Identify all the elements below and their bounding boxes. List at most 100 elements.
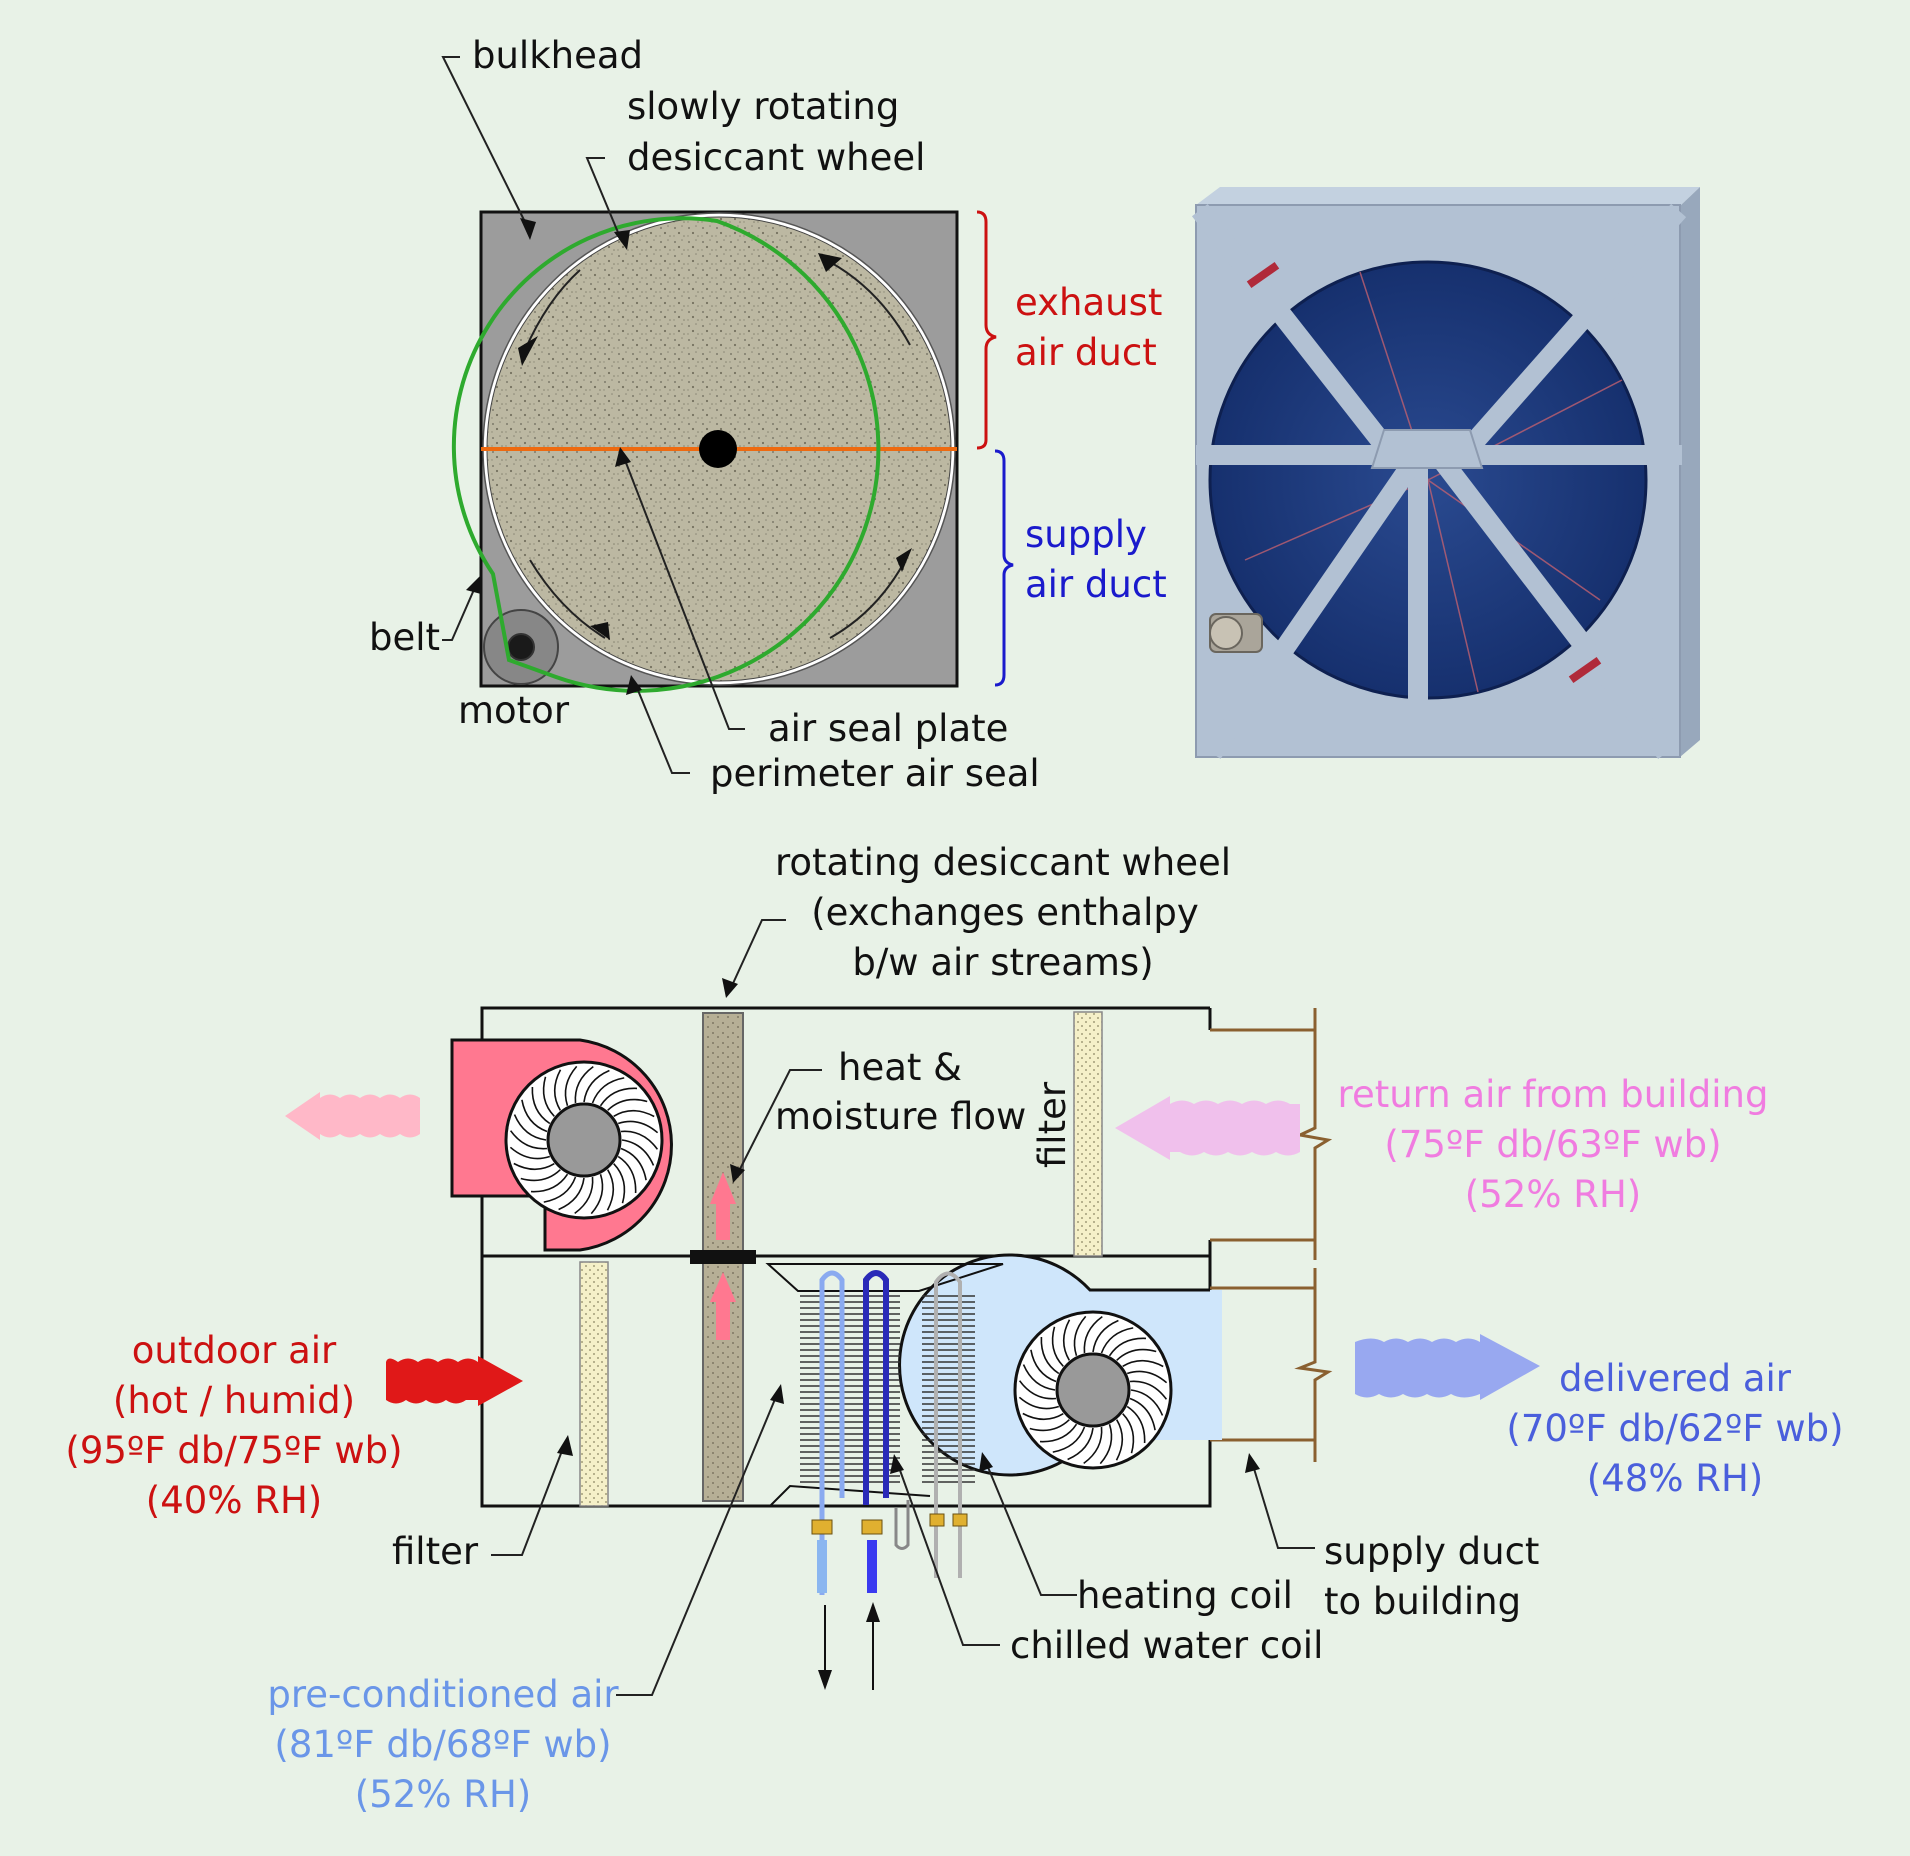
chilled-coil-return-loop bbox=[863, 1270, 889, 1505]
perimeter-seal-leader bbox=[634, 682, 690, 774]
fan-blade bbox=[1100, 1327, 1134, 1354]
leader-arrowhead bbox=[557, 1435, 573, 1456]
rotation-arrowhead bbox=[818, 253, 842, 272]
fan-blade bbox=[613, 1163, 626, 1204]
supply-fan-hub bbox=[1055, 1352, 1131, 1428]
fan-blade bbox=[1052, 1426, 1086, 1453]
fan-blade bbox=[1030, 1349, 1057, 1383]
rotation-arrows bbox=[524, 261, 911, 639]
fan-blade bbox=[1083, 1426, 1103, 1465]
return-air-label-line1: return air from building bbox=[1338, 1073, 1769, 1116]
fan-blade bbox=[509, 1146, 551, 1160]
supply-fan-outline bbox=[898, 1253, 1210, 1477]
handle-bottom bbox=[1568, 656, 1602, 684]
cassette-top bbox=[1196, 187, 1700, 206]
leader-arrowhead bbox=[614, 230, 630, 250]
fan-blade bbox=[1126, 1370, 1168, 1384]
rotation-arrowhead bbox=[896, 548, 912, 572]
leader-arrowhead bbox=[520, 218, 536, 240]
fan-blade bbox=[574, 1176, 594, 1215]
wheel-label-line2: (exchanges enthalpy bbox=[811, 891, 1199, 934]
fan-blade bbox=[620, 1130, 659, 1150]
fan-blade bbox=[1129, 1380, 1168, 1400]
leader-arrowhead bbox=[1245, 1453, 1260, 1473]
air-seal-plate-label: air seal plate bbox=[768, 707, 1008, 750]
belt-leader bbox=[442, 584, 477, 641]
heat-flow-label-line1: heat & bbox=[838, 1046, 962, 1089]
leader-arrowhead bbox=[730, 1164, 745, 1183]
fan-blade bbox=[574, 1065, 594, 1104]
chilled-coil-fitting bbox=[861, 1519, 883, 1535]
outdoor-air-label-line4: (40% RH) bbox=[146, 1479, 322, 1522]
supply-fan-blades bbox=[1018, 1315, 1168, 1465]
fan-blade bbox=[1022, 1412, 1064, 1421]
fan-blade bbox=[513, 1114, 547, 1141]
fan-blade bbox=[1073, 1315, 1087, 1357]
exhaust-label-line2: air duct bbox=[1015, 331, 1157, 374]
fan-blade bbox=[613, 1109, 655, 1118]
exhaust-fan-hub bbox=[546, 1102, 622, 1178]
fan-blade bbox=[1018, 1380, 1057, 1400]
top-wheel-diagram: bulkhead slowly rotating desiccant wheel… bbox=[369, 34, 1167, 795]
exhaust-bracket bbox=[976, 210, 997, 450]
fan-blade bbox=[1129, 1397, 1156, 1431]
heating-coil-loop bbox=[934, 1271, 962, 1578]
air-seal-plate-leader bbox=[622, 454, 745, 730]
rotation-arrowhead bbox=[518, 336, 538, 366]
fan-blade bbox=[1062, 1319, 1071, 1361]
return-air-label-line3: (52% RH) bbox=[1465, 1173, 1641, 1216]
heating-coil-fitting bbox=[952, 1513, 968, 1527]
cassette-side bbox=[1680, 187, 1700, 757]
fan-blade bbox=[513, 1162, 555, 1171]
supply-label-line1: supply bbox=[1025, 513, 1147, 556]
wheel-label-line3: b/w air streams) bbox=[852, 941, 1153, 984]
fan-blade bbox=[583, 1069, 610, 1103]
fan-blade bbox=[1040, 1336, 1060, 1375]
fan-blade bbox=[521, 1099, 548, 1133]
precond-air-label-line2: (81ºF db/68ºF wb) bbox=[274, 1723, 611, 1766]
fan-blade bbox=[606, 1169, 615, 1211]
leader-arrowhead bbox=[626, 675, 642, 695]
chilled-coil-fitting bbox=[811, 1519, 833, 1535]
heat-flow-label-line2: moisture flow bbox=[775, 1095, 1026, 1138]
motor-label: motor bbox=[458, 689, 570, 732]
fan-blade bbox=[543, 1176, 577, 1203]
chilled-coil-leader bbox=[896, 1461, 1000, 1646]
fan-blade bbox=[558, 1177, 585, 1211]
wheel-hub bbox=[699, 430, 737, 468]
precond-leader bbox=[616, 1391, 779, 1696]
fan-blade bbox=[1130, 1389, 1164, 1416]
return-air-label-line2: (75ºF db/63ºF wb) bbox=[1384, 1123, 1721, 1166]
leader-arrowhead bbox=[770, 1384, 784, 1404]
fan-blade bbox=[1099, 1423, 1113, 1465]
fan-blade bbox=[599, 1087, 638, 1107]
precond-air-label-line1: pre-conditioned air bbox=[267, 1673, 619, 1716]
return-filter bbox=[1073, 1011, 1103, 1257]
fan-blade bbox=[520, 1169, 561, 1182]
coil-hood bbox=[765, 1263, 1004, 1292]
outdoor-air-label-line1: outdoor air bbox=[132, 1329, 337, 1372]
heating-coil-leader bbox=[984, 1459, 1077, 1596]
delivered-air-label-line2: (70ºF db/62ºF wb) bbox=[1506, 1407, 1843, 1450]
fan-blade bbox=[553, 1069, 562, 1111]
wheel-leader bbox=[729, 919, 786, 991]
fan-blade bbox=[542, 1076, 555, 1117]
leader-arrowhead bbox=[615, 447, 631, 467]
fan-blade bbox=[1018, 1396, 1060, 1410]
delivered-air-arrow bbox=[1355, 1334, 1540, 1400]
supply-duct-label-line2: to building bbox=[1324, 1580, 1521, 1623]
bulkhead-label: bulkhead bbox=[472, 34, 643, 77]
fan-blade bbox=[607, 1098, 648, 1111]
heating-coil-fitting bbox=[929, 1513, 945, 1527]
fan-blade bbox=[621, 1139, 655, 1166]
fan-blade bbox=[591, 1077, 625, 1104]
supply-label-line2: air duct bbox=[1025, 563, 1167, 606]
heat-flow-leader bbox=[736, 1069, 822, 1176]
bottom-ahu-diagram: rotating desiccant wheel (exchanges enth… bbox=[65, 841, 1843, 1816]
fan-blade bbox=[617, 1155, 637, 1194]
delivered-air-label-line1: delivered air bbox=[1559, 1357, 1792, 1400]
supply-duct-label-line1: supply duct bbox=[1324, 1530, 1539, 1573]
supply-duct-connection bbox=[1210, 1268, 1333, 1462]
desiccant-wheel-photo bbox=[1191, 187, 1700, 760]
